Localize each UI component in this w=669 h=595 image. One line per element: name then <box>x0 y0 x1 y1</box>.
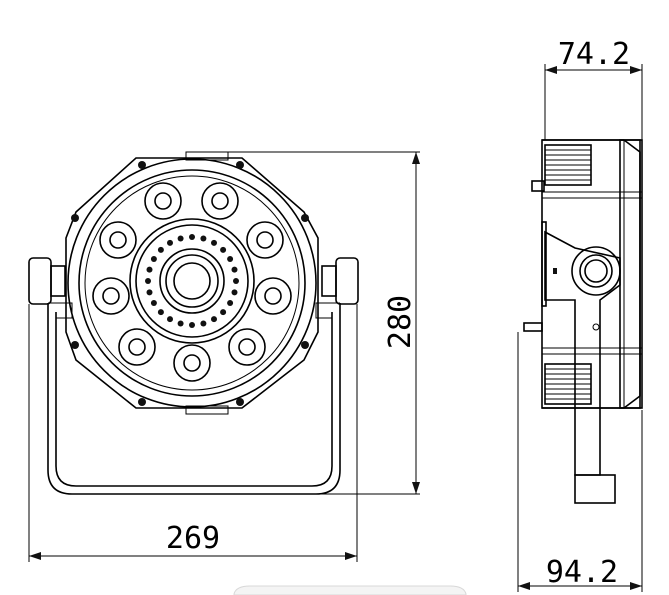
led-8 <box>92 277 130 315</box>
small-led-dots <box>145 234 239 328</box>
dimension-depth-top: 74.2 <box>544 37 643 140</box>
small-led-dot <box>200 320 207 327</box>
dimension-label-depth-bottom: 94.2 <box>546 555 618 590</box>
led-4 <box>254 277 292 315</box>
side-view <box>523 139 643 504</box>
small-led-dot <box>167 239 173 246</box>
small-led-dot <box>200 235 207 242</box>
front-housing <box>65 151 319 415</box>
led-ring-outer <box>92 182 292 382</box>
small-led-dot <box>227 256 234 262</box>
small-led-dot <box>189 234 195 240</box>
small-led-dot <box>177 235 184 242</box>
small-led-dot <box>211 239 217 246</box>
front-yoke <box>28 257 359 495</box>
dimension-width: 269 <box>28 304 358 562</box>
small-led-dot <box>231 266 238 273</box>
small-led-dot <box>233 278 239 284</box>
side-fins-top <box>544 144 592 186</box>
overlay-tab <box>233 585 467 595</box>
small-led-dot <box>150 256 157 262</box>
small-led-dot <box>220 309 227 316</box>
small-led-dot <box>177 320 184 327</box>
led-5 <box>228 328 266 366</box>
led-9 <box>99 221 137 259</box>
led-3 <box>246 221 284 259</box>
dimension-label-width: 269 <box>166 521 220 556</box>
led-7 <box>118 328 156 366</box>
dimension-height: 280 <box>192 151 420 495</box>
small-led-dot <box>157 246 164 253</box>
dimension-label-height: 280 <box>383 295 418 349</box>
small-led-dot <box>231 289 238 296</box>
small-led-dot <box>220 246 227 253</box>
small-led-dot <box>189 322 195 328</box>
small-led-dot <box>157 309 164 316</box>
small-led-dot <box>146 266 153 273</box>
small-led-dot <box>146 289 153 296</box>
center-module <box>129 218 255 344</box>
small-led-dot <box>167 316 173 323</box>
led-2 <box>201 182 239 220</box>
dimension-label-depth-top: 74.2 <box>558 37 630 72</box>
dimension-depth-bottom: 94.2 <box>517 332 643 592</box>
led-1 <box>144 182 182 220</box>
small-led-dot <box>150 300 157 306</box>
front-view <box>28 151 359 495</box>
side-fins-bottom <box>544 363 592 405</box>
small-led-dot <box>145 278 151 284</box>
small-led-dot <box>211 316 217 323</box>
small-led-dot <box>227 300 234 306</box>
led-6 <box>173 344 211 382</box>
